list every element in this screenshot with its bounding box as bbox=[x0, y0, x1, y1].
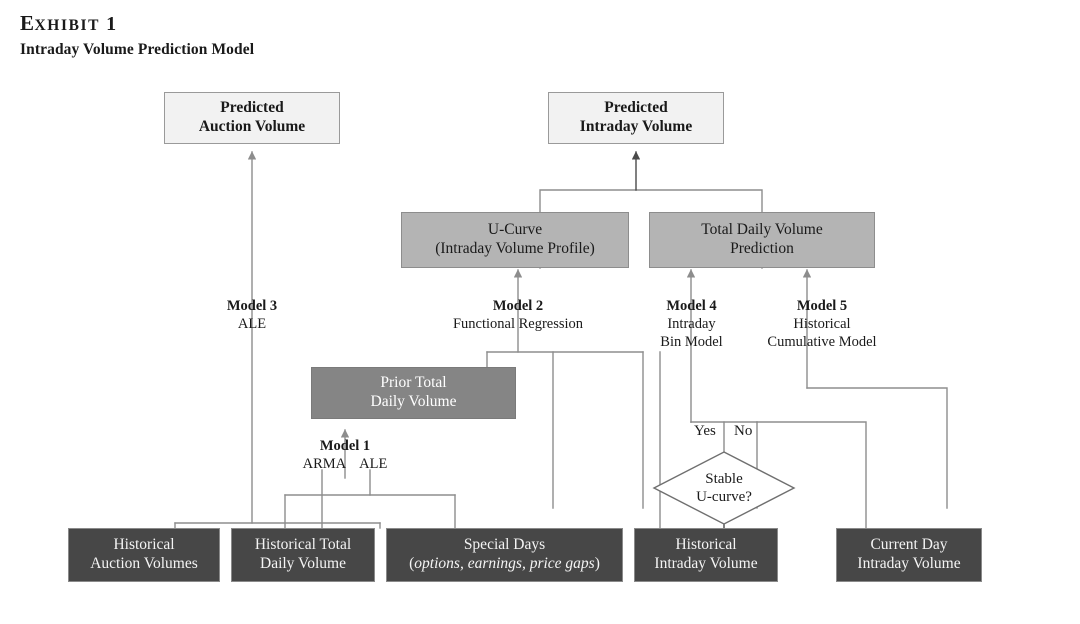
node-current-day-intraday-volume[interactable]: Current Day Intraday Volume bbox=[836, 528, 982, 582]
wire-currentday-to-nobus bbox=[756, 421, 867, 529]
label-branch-no: No bbox=[734, 423, 753, 439]
node-prior-total-daily-volume[interactable]: Prior Total Daily Volume bbox=[311, 367, 516, 419]
node-line-1: Predicted bbox=[604, 99, 668, 117]
diamond-shape bbox=[652, 451, 796, 525]
special-days-detail: options, earnings, price gaps bbox=[414, 555, 595, 572]
label-model-1-right: ALE bbox=[359, 456, 388, 473]
node-special-days[interactable]: Special Days (options, earnings, price g… bbox=[386, 528, 623, 582]
paren-close: ) bbox=[594, 555, 600, 572]
node-line-2: Auction Volumes bbox=[90, 555, 198, 572]
node-line-1: U-Curve bbox=[487, 221, 543, 239]
diamond-text: Stable U-curve? bbox=[652, 450, 796, 526]
label-model-4-title: Model 4 bbox=[666, 298, 717, 314]
exhibit-word-rest: XHIBIT bbox=[34, 17, 101, 34]
label-model-5: Model 5 Historical Cumulative Model bbox=[742, 297, 902, 351]
node-line-1: Current Day bbox=[870, 536, 948, 554]
exhibit-header: EXHIBIT 1 Intraday Volume Prediction Mode… bbox=[20, 11, 255, 59]
node-total-daily-volume-prediction[interactable]: Total Daily Volume Prediction bbox=[649, 212, 875, 268]
paren-open: ( bbox=[409, 555, 415, 572]
node-line-1: Stable bbox=[705, 471, 743, 487]
label-model-3: Model 3 ALE bbox=[192, 297, 312, 333]
node-line-2: (Intraday Volume Profile) bbox=[435, 240, 595, 257]
node-line-1: Historical bbox=[675, 536, 737, 554]
node-line-1: Total Daily Volume bbox=[701, 221, 823, 239]
label-model-1: Model 1 ARMA ALE bbox=[285, 437, 405, 473]
node-line-2: Intraday Volume bbox=[654, 555, 758, 572]
label-model-2-title: Model 2 bbox=[492, 298, 544, 314]
node-line-2: Daily Volume bbox=[260, 555, 346, 572]
exhibit-word-first: E bbox=[20, 11, 35, 35]
node-line-2: U-curve? bbox=[696, 489, 752, 505]
node-historical-intraday-volume[interactable]: Historical Intraday Volume bbox=[634, 528, 778, 582]
label-model-1-subs: ARMA ALE bbox=[285, 455, 405, 473]
node-line-2: Auction Volume bbox=[198, 118, 306, 135]
node-predicted-intraday-volume[interactable]: Predicted Intraday Volume bbox=[548, 92, 724, 144]
node-line-1: Predicted bbox=[220, 99, 284, 117]
node-line-2: Prediction bbox=[730, 240, 794, 257]
node-line-1: Special Days bbox=[463, 536, 546, 554]
node-line-2: Intraday Volume bbox=[857, 555, 961, 572]
label-model-5-sub1: Historical bbox=[793, 316, 851, 333]
node-u-curve[interactable]: U-Curve (Intraday Volume Profile) bbox=[401, 212, 629, 268]
node-predicted-auction-volume[interactable]: Predicted Auction Volume bbox=[164, 92, 340, 144]
label-model-4-sub1: Intraday bbox=[667, 316, 716, 333]
node-decision-stable-u-curve[interactable]: Stable U-curve? bbox=[652, 450, 796, 526]
label-model-5-title: Model 5 bbox=[796, 298, 848, 314]
node-line-2: Intraday Volume bbox=[579, 118, 693, 135]
node-line-2: Daily Volume bbox=[370, 393, 457, 410]
node-line-1: Prior Total bbox=[380, 374, 447, 392]
label-model-1-left: ARMA bbox=[302, 456, 347, 473]
label-model-4: Model 4 Intraday Bin Model bbox=[634, 297, 749, 351]
label-model-5-sub2: Cumulative Model bbox=[767, 334, 877, 351]
label-branch-yes: Yes bbox=[694, 423, 716, 439]
exhibit-label: EXHIBIT 1 bbox=[20, 11, 254, 35]
node-line-2: (options, earnings, price gaps) bbox=[409, 555, 600, 574]
exhibit-number: 1 bbox=[106, 13, 117, 35]
label-model-3-title: Model 3 bbox=[226, 298, 278, 314]
node-historical-total-daily-volume[interactable]: Historical Total Daily Volume bbox=[231, 528, 375, 582]
node-historical-auction-volumes[interactable]: Historical Auction Volumes bbox=[68, 528, 220, 582]
label-model-4-sub2: Bin Model bbox=[660, 334, 723, 351]
label-model-1-title: Model 1 bbox=[319, 438, 371, 454]
label-model-2: Model 2 Functional Regression bbox=[438, 297, 598, 333]
label-model-2-sub: Functional Regression bbox=[452, 316, 584, 333]
node-line-1: Historical bbox=[113, 536, 175, 554]
wire-no-to-current-day bbox=[806, 387, 948, 509]
page-title: Intraday Volume Prediction Model bbox=[20, 41, 255, 59]
node-line-1: Historical Total bbox=[254, 536, 352, 554]
label-model-3-sub: ALE bbox=[237, 316, 267, 333]
